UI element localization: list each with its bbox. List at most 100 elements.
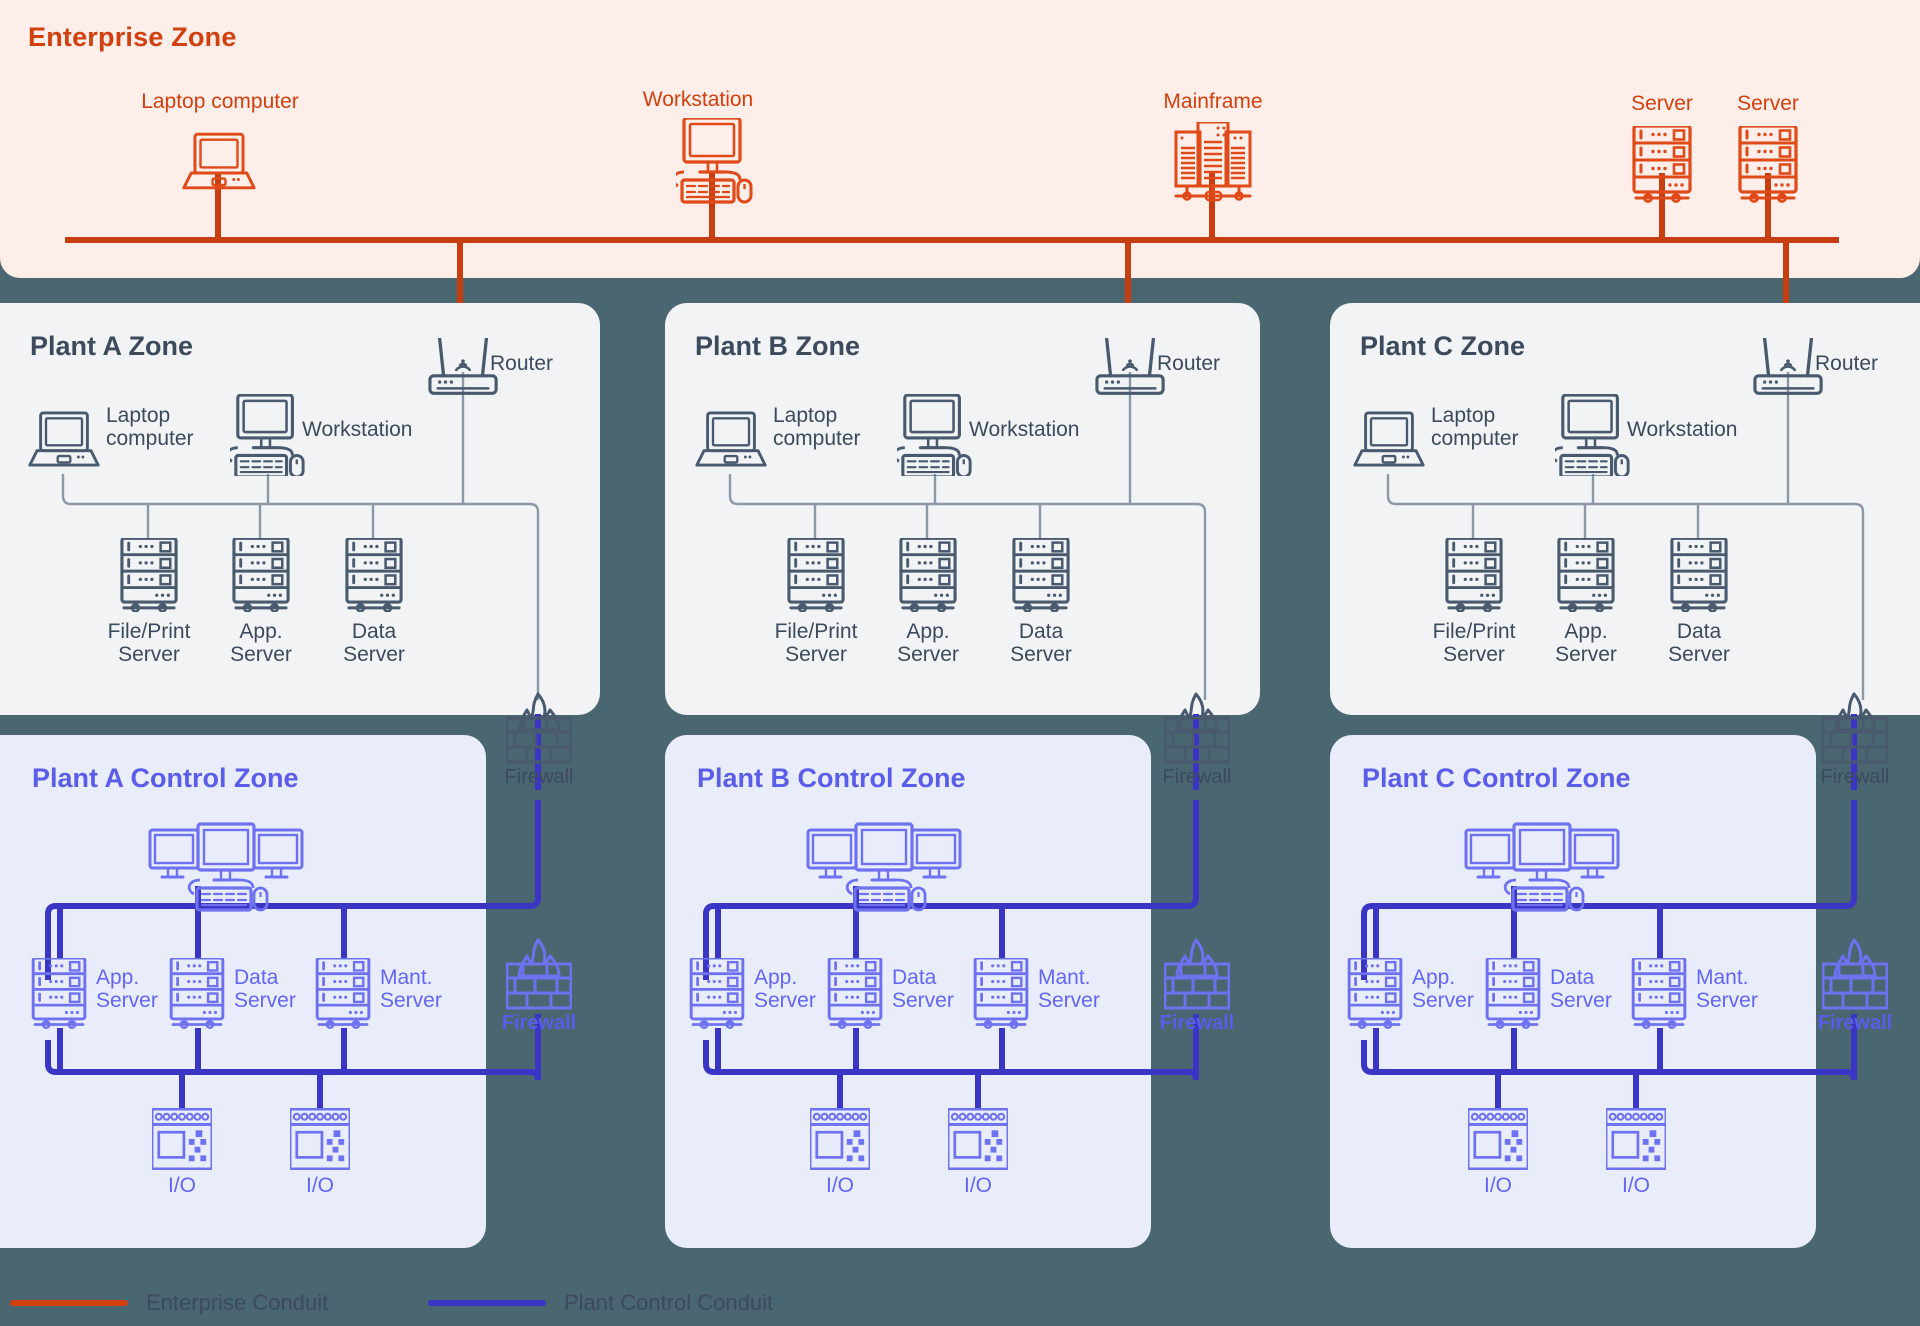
- plant-b-server-app-label: App. Server: [897, 620, 959, 667]
- control-a-io-1[interactable]: I/O: [152, 1108, 212, 1197]
- control-c-hmi[interactable]: [1464, 822, 1624, 914]
- control-a-server-mant[interactable]: Mant. Server: [314, 958, 442, 1030]
- legend-item-enterprise-conduit: Enterprise Conduit: [10, 1290, 328, 1316]
- control-a-io-1-label: I/O: [167, 1174, 196, 1197]
- control-b-server-app[interactable]: App. Server: [688, 958, 816, 1030]
- control-a-io-2[interactable]: I/O: [290, 1108, 350, 1197]
- plant-b-workstation[interactable]: Workstation: [897, 394, 1080, 476]
- firewall-control-a-label: Firewall: [501, 1012, 577, 1034]
- control-a-io-2-label: I/O: [305, 1174, 334, 1197]
- plant-c-server-app[interactable]: App. Server: [1555, 538, 1617, 666]
- control-b-hmi[interactable]: [806, 822, 966, 914]
- legend-swatch-plant-control: [428, 1300, 546, 1306]
- plant-c-router[interactable]: Router: [1753, 338, 1878, 396]
- legend: Enterprise Conduit Plant Control Conduit: [0, 1280, 1920, 1326]
- firewall-control-b-label: Firewall: [1159, 1012, 1235, 1034]
- firewall-control-a[interactable]: Firewall: [502, 938, 576, 1034]
- plant-b-server-data[interactable]: Data Server: [1010, 538, 1072, 666]
- plant-c-control-zone-title: Plant C Control Zone: [1362, 763, 1631, 793]
- plant-b-server-data-label: Data Server: [1010, 620, 1072, 667]
- plant-b-router[interactable]: Router: [1095, 338, 1220, 396]
- control-a-server-mant-label: Mant. Server: [380, 966, 442, 1013]
- plant-a-server-app[interactable]: App. Server: [230, 538, 292, 666]
- plant-c-workstation-label: Workstation: [1627, 418, 1738, 441]
- enterprise-node-mainframe[interactable]: Mainframe: [1163, 90, 1263, 202]
- plant-a-workstation[interactable]: Workstation: [230, 394, 413, 476]
- plant-b-control-zone-title: Plant B Control Zone: [697, 763, 966, 793]
- plant-a-workstation-label: Workstation: [302, 418, 413, 441]
- enterprise-node-mainframe-label: Mainframe: [1163, 90, 1263, 113]
- control-b-io-2-label: I/O: [963, 1174, 992, 1197]
- enterprise-node-server-1[interactable]: Server: [1630, 92, 1694, 204]
- control-c-server-app-label: App. Server: [1412, 966, 1474, 1013]
- plant-a-server-data[interactable]: Data Server: [343, 538, 405, 666]
- control-b-server-mant-label: Mant. Server: [1038, 966, 1100, 1013]
- enterprise-node-laptop-label: Laptop computer: [141, 90, 299, 113]
- plant-c-laptop-label: Laptop computer: [1431, 404, 1519, 451]
- control-c-io-2-label: I/O: [1621, 1174, 1650, 1197]
- firewall-control-b[interactable]: Firewall: [1160, 938, 1234, 1034]
- control-b-server-data-label: Data Server: [892, 966, 954, 1013]
- plant-a-laptop[interactable]: Laptop computer: [28, 404, 194, 470]
- plant-b-router-label: Router: [1157, 352, 1221, 375]
- control-a-server-data[interactable]: Data Server: [168, 958, 296, 1030]
- plant-a-laptop-label: Laptop computer: [106, 404, 194, 451]
- plant-a-server-data-label: Data Server: [343, 620, 405, 667]
- firewall-control-c[interactable]: Firewall: [1818, 938, 1892, 1034]
- firewall-plant-a[interactable]: Firewall: [505, 692, 573, 788]
- plant-c-zone-title: Plant C Zone: [1360, 331, 1526, 361]
- plant-a-control-zone-title: Plant A Control Zone: [32, 763, 299, 793]
- control-c-server-data-label: Data Server: [1550, 966, 1612, 1013]
- plant-c-control-zone-panel: Plant C Control Zone: [1330, 735, 1816, 1248]
- control-c-server-app[interactable]: App. Server: [1346, 958, 1474, 1030]
- control-a-server-app[interactable]: App. Server: [30, 958, 158, 1030]
- plant-b-server-fileprint[interactable]: File/Print Server: [775, 538, 857, 666]
- firewall-control-c-label: Firewall: [1817, 1012, 1893, 1034]
- enterprise-zone-title: Enterprise Zone: [28, 22, 237, 52]
- control-b-server-data[interactable]: Data Server: [826, 958, 954, 1030]
- plant-b-server-fileprint-label: File/Print Server: [774, 620, 858, 667]
- legend-label-plant-control: Plant Control Conduit: [564, 1290, 774, 1315]
- plant-b-laptop-label: Laptop computer: [773, 404, 861, 451]
- plant-b-server-app[interactable]: App. Server: [897, 538, 959, 666]
- firewall-plant-c[interactable]: Firewall: [1821, 692, 1889, 788]
- enterprise-node-workstation-label: Workstation: [642, 88, 754, 111]
- control-b-io-1-label: I/O: [825, 1174, 854, 1197]
- plant-a-zone-title: Plant A Zone: [30, 331, 194, 361]
- enterprise-node-server-2[interactable]: Server: [1736, 92, 1800, 204]
- control-b-io-2[interactable]: I/O: [948, 1108, 1008, 1197]
- control-b-server-mant[interactable]: Mant. Server: [972, 958, 1100, 1030]
- enterprise-node-server-2-label: Server: [1737, 92, 1799, 115]
- control-c-server-mant[interactable]: Mant. Server: [1630, 958, 1758, 1030]
- firewall-plant-a-label: Firewall: [504, 766, 574, 788]
- control-b-io-1[interactable]: I/O: [810, 1108, 870, 1197]
- plant-a-server-fileprint-label: File/Print Server: [107, 620, 191, 667]
- plant-c-server-fileprint[interactable]: File/Print Server: [1433, 538, 1515, 666]
- plant-c-workstation[interactable]: Workstation: [1555, 394, 1738, 476]
- enterprise-node-server-1-label: Server: [1631, 92, 1693, 115]
- control-c-io-1[interactable]: I/O: [1468, 1108, 1528, 1197]
- plant-c-server-app-label: App. Server: [1555, 620, 1617, 667]
- control-a-hmi[interactable]: [148, 822, 308, 914]
- legend-item-plant-control-conduit: Plant Control Conduit: [428, 1290, 773, 1316]
- plant-c-server-data[interactable]: Data Server: [1668, 538, 1730, 666]
- plant-c-router-label: Router: [1815, 352, 1879, 375]
- plant-c-server-fileprint-label: File/Print Server: [1432, 620, 1516, 667]
- plant-a-control-zone-panel: Plant A Control Zone: [0, 735, 486, 1248]
- plant-b-control-zone-panel: Plant B Control Zone: [665, 735, 1151, 1248]
- enterprise-node-laptop[interactable]: Laptop computer: [141, 90, 299, 192]
- firewall-plant-b[interactable]: Firewall: [1163, 692, 1231, 788]
- enterprise-node-workstation[interactable]: Workstation: [643, 88, 760, 204]
- plant-b-laptop[interactable]: Laptop computer: [695, 404, 861, 470]
- plant-b-workstation-label: Workstation: [969, 418, 1080, 441]
- legend-swatch-enterprise: [10, 1300, 128, 1306]
- control-a-server-data-label: Data Server: [234, 966, 296, 1013]
- control-c-server-mant-label: Mant. Server: [1696, 966, 1758, 1013]
- control-c-server-data[interactable]: Data Server: [1484, 958, 1612, 1030]
- plant-c-laptop[interactable]: Laptop computer: [1353, 404, 1519, 470]
- plant-a-router[interactable]: Router: [428, 338, 553, 396]
- control-c-io-2[interactable]: I/O: [1606, 1108, 1666, 1197]
- control-c-io-1-label: I/O: [1483, 1174, 1512, 1197]
- plant-a-server-fileprint[interactable]: File/Print Server: [108, 538, 190, 666]
